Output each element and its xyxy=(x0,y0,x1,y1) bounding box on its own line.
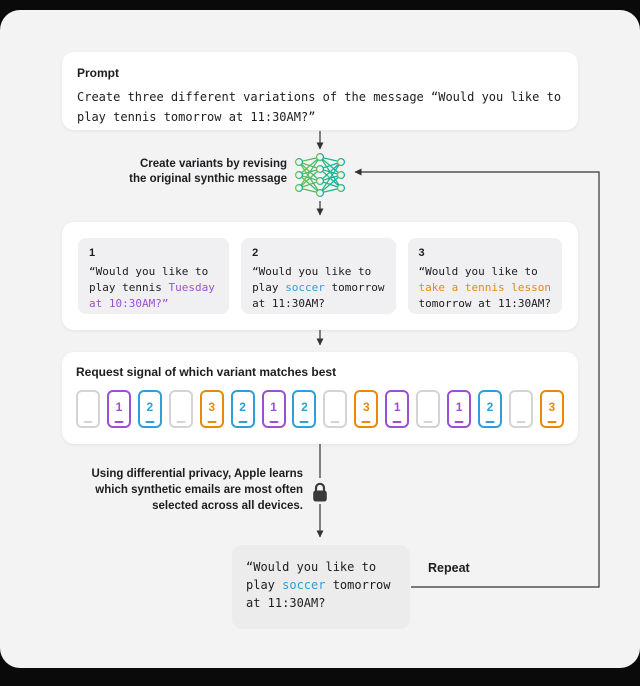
request-card-title: Request signal of which variant matches … xyxy=(76,365,337,379)
variant-2-line2-post: tomorrow xyxy=(324,281,385,294)
privacy-lock-icon xyxy=(313,482,327,502)
variant-2-line2: play soccer tomorrow xyxy=(252,280,384,296)
network-step-caption: Create variants by revising the original… xyxy=(57,157,287,187)
phone-device: 3 xyxy=(539,390,564,428)
phone-row: 1 2 3 2 1 2 3 1 1 2 3 xyxy=(76,390,564,428)
phone-device: 2 xyxy=(137,390,162,428)
privacy-note-line3: selected across all devices. xyxy=(152,500,303,512)
result-line1: “Would you like to xyxy=(246,560,377,574)
phone-home-indicator xyxy=(423,420,433,423)
variant-1-line3: at 10:30AM?” xyxy=(89,297,169,310)
phone-device: 1 xyxy=(447,390,472,428)
phone-device: 1 xyxy=(106,390,131,428)
phone-variant-number: 1 xyxy=(115,400,123,414)
variant-1-line2-plain: play tennis xyxy=(89,281,169,294)
variant-3-line3: tomorrow at 11:30AM? xyxy=(418,297,551,310)
phone-device: 2 xyxy=(292,390,317,428)
phone-device xyxy=(416,390,441,428)
variant-2-line2-accent: soccer xyxy=(285,281,325,294)
phone-variant-number: 2 xyxy=(146,400,154,414)
variant-3-number: 3 xyxy=(418,247,425,259)
phone-home-indicator xyxy=(361,420,371,423)
phone-variant-number: 1 xyxy=(393,400,401,414)
variant-3-line1: “Would you like to xyxy=(418,265,538,278)
prompt-card: Prompt Create three different variations… xyxy=(62,52,578,130)
phone-device: 3 xyxy=(354,390,379,428)
phone-home-indicator xyxy=(454,420,464,423)
phone-device: 2 xyxy=(230,390,255,428)
variant-1-line2-accent: Tuesday xyxy=(168,281,215,294)
phone-variant-number: 2 xyxy=(486,400,494,414)
phone-device: 1 xyxy=(261,390,286,428)
phone-device: 3 xyxy=(199,390,224,428)
network-caption-line1: Create variants by revising xyxy=(139,158,287,170)
result-line3: at 11:30AM? xyxy=(246,596,326,610)
phone-variant-number: 1 xyxy=(270,400,277,414)
phone-home-indicator xyxy=(207,420,217,423)
neural-network-icon xyxy=(294,152,345,197)
variant-box-2: 2 “Would you like to play soccer tomorro… xyxy=(241,238,396,314)
phone-variant-number: 1 xyxy=(455,400,463,414)
variant-1-line1: “Would you like to xyxy=(89,265,209,278)
privacy-note-line2: which synthetic emails are most often xyxy=(95,484,303,496)
variant-2-line1: “Would you like to xyxy=(252,265,372,278)
phone-device xyxy=(76,390,100,428)
result-line2-accent: soccer xyxy=(282,578,326,592)
phone-home-indicator xyxy=(238,420,248,423)
variant-box-3: 3 “Would you like to take a tennis lesso… xyxy=(407,238,562,314)
phone-device xyxy=(168,390,193,428)
variant-3-line2: take a tennis lesson xyxy=(418,281,551,294)
variant-1-line2: play tennis Tuesday xyxy=(89,280,218,296)
variant-1-number: 1 xyxy=(89,247,96,259)
phone-device xyxy=(508,390,533,428)
variant-box-1: 1 “Would you like to play tennis Tuesday… xyxy=(78,238,230,314)
variant-2-number: 2 xyxy=(252,247,259,259)
phone-home-indicator xyxy=(145,420,155,423)
variants-card: 1 “Would you like to play tennis Tuesday… xyxy=(62,222,578,330)
network-caption-line2: the original synthic message xyxy=(129,173,287,185)
privacy-note-line1: Using differential privacy, Apple learns xyxy=(91,468,303,480)
phone-device: 2 xyxy=(477,390,502,428)
phone-variant-number: 3 xyxy=(208,400,216,414)
phone-home-indicator xyxy=(269,420,279,423)
phone-variant-number: 3 xyxy=(362,400,370,414)
prompt-label: Prompt xyxy=(77,66,119,80)
privacy-note: Using differential privacy, Apple learns… xyxy=(63,466,303,514)
phone-home-indicator xyxy=(176,420,186,423)
phone-variant-number: 3 xyxy=(548,400,556,414)
phone-home-indicator xyxy=(516,420,526,423)
phone-home-indicator xyxy=(392,420,402,423)
phone-device: 1 xyxy=(385,390,410,428)
result-line2-pre: play xyxy=(246,578,283,592)
phone-home-indicator xyxy=(330,420,340,423)
phone-home-indicator xyxy=(485,420,495,423)
prompt-text-line1: Create three different variations of the… xyxy=(77,90,562,104)
request-signal-card: Request signal of which variant matches … xyxy=(62,352,578,444)
phone-variant-number: 2 xyxy=(239,400,246,414)
result-line2: play soccer tomorrow xyxy=(246,576,396,594)
phone-home-indicator xyxy=(114,420,124,423)
prompt-text-line2: play tennis tomorrow at 11:30AM?” xyxy=(77,110,316,124)
phone-home-indicator xyxy=(299,420,309,423)
variant-2-line2-pre: play xyxy=(252,281,286,294)
repeat-label: Repeat xyxy=(428,561,470,575)
phone-home-indicator xyxy=(547,420,557,423)
phone-home-indicator xyxy=(83,420,93,423)
result-box: “Would you like to play soccer tomorrow … xyxy=(232,545,410,629)
result-line2-post: tomorrow xyxy=(325,578,391,592)
phone-device xyxy=(323,390,348,428)
phone-variant-number: 2 xyxy=(301,400,308,414)
variant-2-line3: at 11:30AM? xyxy=(252,297,325,310)
